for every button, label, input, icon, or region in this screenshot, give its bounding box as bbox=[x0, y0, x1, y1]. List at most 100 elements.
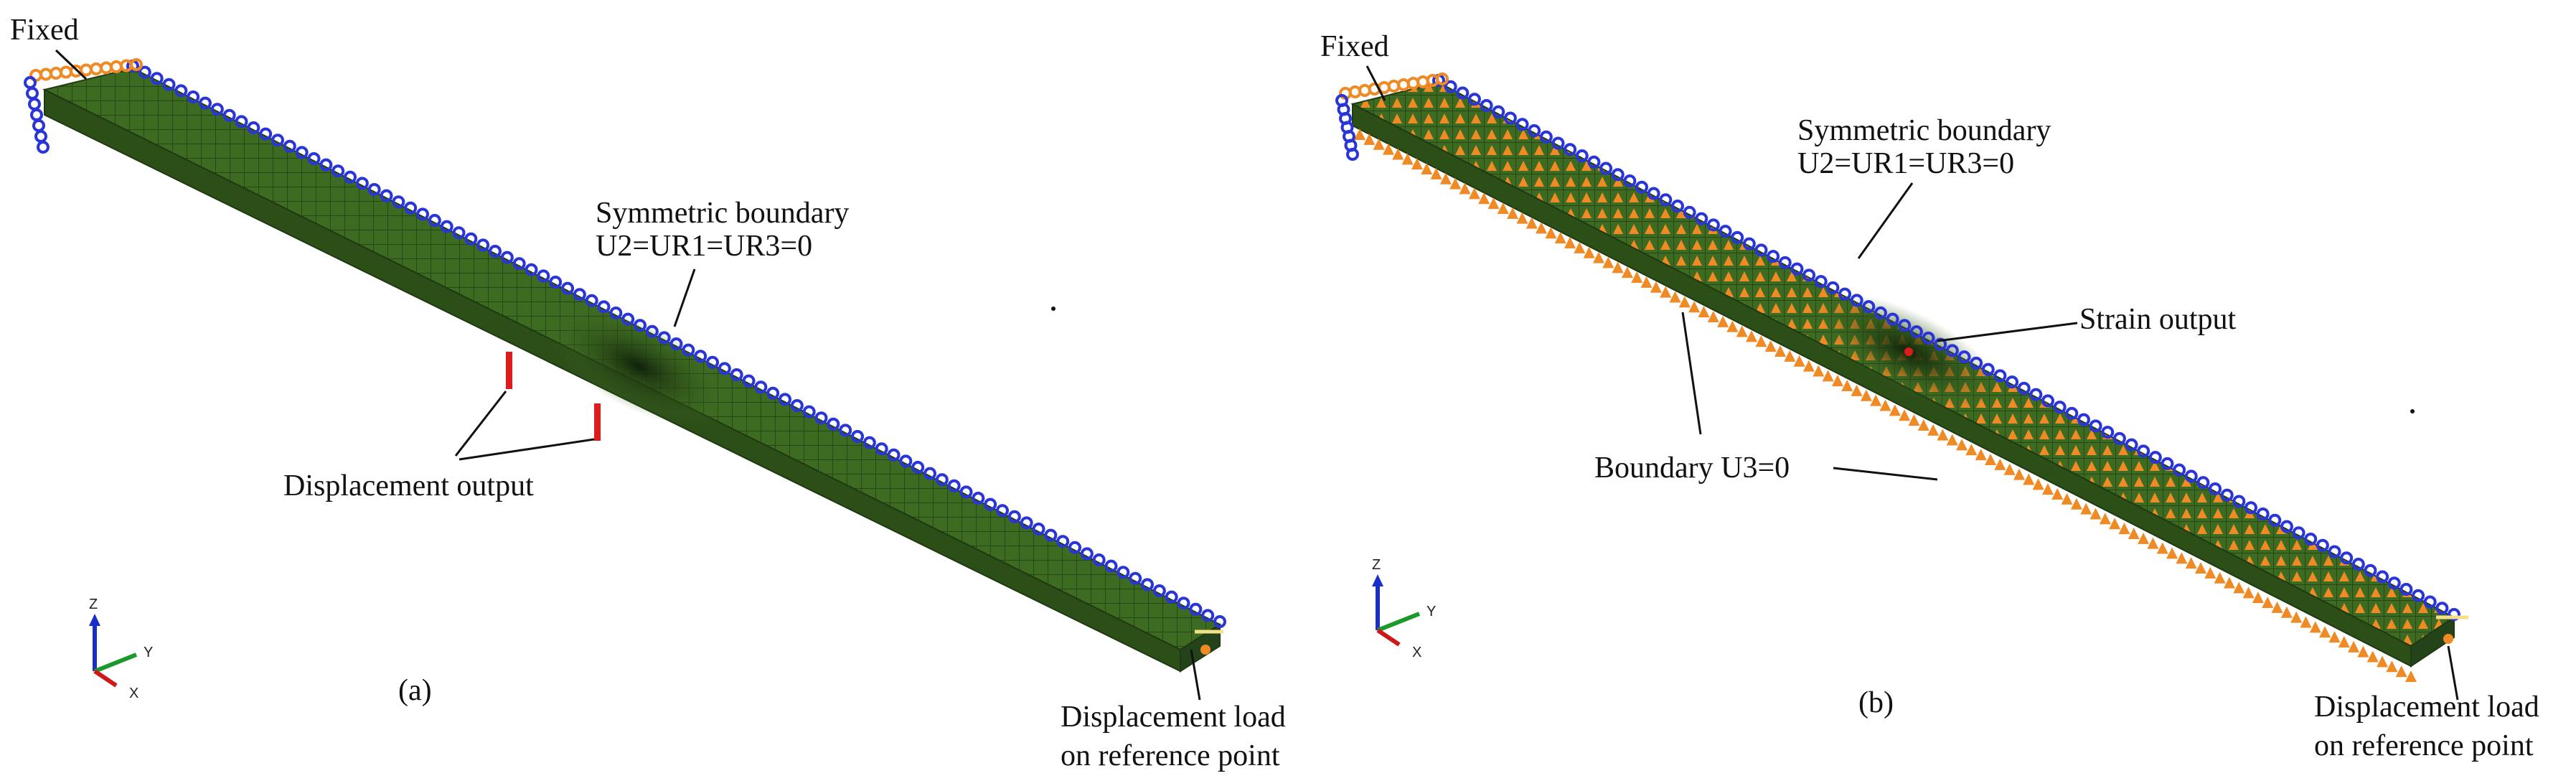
axis-label-y-b: Y bbox=[1426, 604, 1436, 619]
u3-marker bbox=[2099, 513, 2111, 525]
symmetry-marker bbox=[464, 232, 478, 245]
u3-marker bbox=[1802, 360, 1815, 372]
leader-disp-a1 bbox=[454, 390, 507, 457]
symmetry-marker bbox=[1802, 268, 1816, 282]
symmetry-marker bbox=[2148, 451, 2162, 464]
symmetry-marker bbox=[1719, 225, 1732, 238]
displacement-marker-a2 bbox=[594, 403, 601, 441]
symmetry-marker bbox=[2244, 501, 2257, 515]
symmetry-marker bbox=[2220, 488, 2234, 502]
symmetry-marker bbox=[2412, 589, 2425, 602]
u3-marker bbox=[1621, 266, 1633, 279]
symmetry-marker bbox=[984, 497, 997, 511]
symmetry-marker bbox=[814, 411, 828, 425]
symmetry-marker bbox=[1080, 547, 1094, 561]
symmetry-marker bbox=[2137, 444, 2150, 458]
symmetry-marker bbox=[1599, 162, 1613, 175]
symmetry-marker bbox=[887, 448, 901, 462]
symmetry-marker bbox=[657, 331, 671, 345]
symmetry-marker bbox=[1742, 237, 1756, 251]
symmetry-marker bbox=[706, 355, 719, 369]
symmetry-marker bbox=[319, 158, 333, 172]
u3-marker bbox=[2061, 492, 2073, 505]
symmetry-marker bbox=[1850, 294, 1863, 307]
u3-marker bbox=[2328, 631, 2341, 643]
u3-marker bbox=[2395, 665, 2407, 678]
u3-marker bbox=[1592, 251, 1604, 263]
u3-marker bbox=[1354, 128, 1365, 140]
symmetry-marker bbox=[2125, 438, 2138, 452]
u3-marker bbox=[1507, 207, 1519, 219]
fixed-marker bbox=[39, 67, 52, 81]
refined-mesh-region-a bbox=[547, 306, 730, 426]
symmetry-marker bbox=[1092, 553, 1106, 566]
u3-marker bbox=[1564, 237, 1576, 248]
symmetry-marker bbox=[2089, 419, 2102, 433]
u3-marker bbox=[1889, 404, 1901, 416]
u3-marker bbox=[2166, 547, 2178, 559]
symmetry-marker bbox=[1862, 300, 1876, 314]
symmetry-marker bbox=[307, 152, 321, 165]
axis-y-a bbox=[93, 653, 138, 673]
symmetry-marker bbox=[862, 436, 876, 449]
axis-label-z-b: Z bbox=[1372, 557, 1381, 573]
u3-marker bbox=[2357, 645, 2369, 658]
u3-marker bbox=[1975, 449, 1987, 461]
label-displacement-output-a: Displacement output bbox=[283, 469, 534, 502]
u3-marker bbox=[2366, 650, 2379, 663]
fixed-marker bbox=[34, 130, 47, 143]
u3-marker bbox=[1927, 424, 1940, 436]
symmetry-marker bbox=[1695, 212, 1708, 225]
symmetry-marker bbox=[1492, 105, 1505, 118]
label-load-line1-b: Displacement load bbox=[2314, 691, 2539, 724]
symmetry-marker bbox=[827, 417, 840, 431]
symmetry-marker bbox=[1587, 155, 1601, 169]
u3-marker bbox=[1736, 325, 1748, 337]
label-symmetric-eq-b: U2=UR1=UR3=0 bbox=[1797, 147, 2014, 180]
u3-marker bbox=[1707, 310, 1719, 322]
symmetry-marker bbox=[259, 127, 273, 141]
symmetry-marker bbox=[440, 220, 453, 233]
symmetry-marker bbox=[138, 65, 151, 79]
u3-marker bbox=[2032, 478, 2044, 490]
label-load-line2-b: on reference point bbox=[2314, 729, 2534, 762]
u3-marker bbox=[1468, 187, 1480, 200]
symmetry-marker bbox=[489, 245, 502, 258]
symmetry-marker bbox=[1515, 118, 1529, 131]
symmetry-marker bbox=[404, 201, 418, 215]
dot-mark-b bbox=[2410, 409, 2415, 413]
u3-marker bbox=[2233, 581, 2245, 594]
u3-marker bbox=[2223, 576, 2235, 589]
u3-marker bbox=[2214, 571, 2226, 584]
symmetry-marker bbox=[1020, 516, 1033, 530]
u3-marker bbox=[2156, 542, 2168, 554]
beam-side-face-b bbox=[1352, 103, 2412, 668]
leader-load-b bbox=[2447, 645, 2459, 701]
symmetry-marker bbox=[525, 263, 538, 276]
symmetry-marker bbox=[645, 324, 659, 338]
fixed-marker bbox=[1436, 73, 1449, 85]
u3-marker bbox=[1650, 281, 1662, 293]
symmetry-marker bbox=[1659, 193, 1673, 207]
u3-marker bbox=[2377, 655, 2389, 668]
symmetry-marker bbox=[344, 170, 357, 184]
leader-load-a bbox=[1190, 649, 1201, 701]
u3-marker bbox=[1373, 138, 1385, 150]
leader-disp-a2 bbox=[459, 438, 595, 461]
symmetry-marker bbox=[2065, 406, 2079, 420]
symmetry-marker bbox=[187, 90, 200, 103]
symmetry-marker bbox=[1201, 609, 1215, 622]
symmetry-marker bbox=[621, 312, 635, 326]
symmetry-marker bbox=[718, 362, 731, 375]
axis-label-y-a: Y bbox=[144, 645, 153, 660]
symmetry-marker bbox=[1767, 250, 1780, 263]
label-fixed-b: Fixed bbox=[1320, 30, 1389, 63]
reference-point-b bbox=[2443, 634, 2453, 644]
symmetry-marker bbox=[1731, 230, 1744, 244]
u3-marker bbox=[1784, 350, 1796, 362]
symmetry-marker bbox=[222, 108, 236, 122]
axis-label-x-b: X bbox=[1412, 645, 1421, 660]
symmetry-marker bbox=[332, 164, 345, 178]
u3-marker bbox=[1439, 172, 1452, 184]
axis-triad-a: Z Y X bbox=[89, 597, 153, 701]
